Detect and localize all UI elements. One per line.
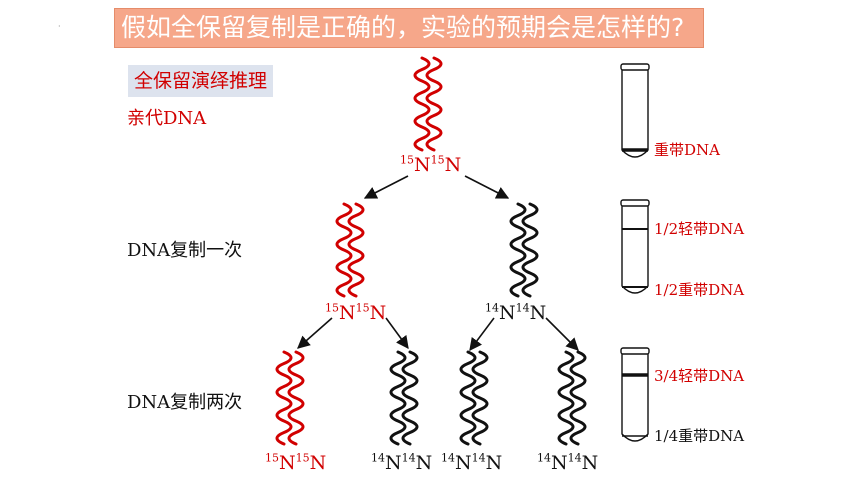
band-label-tube2-light: 1/2轻带DNA: [654, 220, 745, 238]
dna-strand: [335, 202, 353, 298]
dna-helix-gen1-heavy: [335, 202, 365, 298]
row-label-gen2: DNA复制两次: [127, 392, 243, 413]
dna-strand: [425, 56, 443, 152]
band-label-tube3-heavy: 1/4重带DNA: [654, 427, 745, 445]
dna-helix-gen2-1: [275, 350, 305, 446]
dna-helix-parent: [413, 56, 443, 152]
arrow-g1h-right: [385, 317, 409, 350]
centrifuge-tube-gen2: [620, 347, 650, 442]
label-gen2-4: 14N14N: [537, 451, 599, 474]
dna-strand: [389, 350, 407, 446]
band-label-tube3-light: 3/4轻带DNA: [654, 367, 745, 385]
label-parent: 15N15N: [400, 153, 462, 176]
dna-strand: [557, 350, 575, 446]
arrow-g1l-left: [469, 317, 495, 352]
label-gen2-2: 14N14N: [371, 451, 433, 474]
dna-helix-gen2-2: [389, 350, 419, 446]
dna-strand: [459, 350, 477, 446]
centrifuge-tube-gen1: [620, 199, 650, 294]
centrifuge-tube-parent: [620, 63, 650, 158]
dna-strand: [521, 202, 539, 298]
label-gen2-3: 14N14N: [441, 451, 503, 474]
dna-helix-gen2-3: [459, 350, 489, 446]
dna-strand: [347, 202, 365, 298]
arrow-g1h-left: [297, 317, 333, 349]
slide-dot: ·: [58, 22, 61, 31]
dna-strand: [569, 350, 587, 446]
dna-strand: [413, 56, 431, 152]
dna-helix-gen1-light: [509, 202, 539, 298]
label-gen2-1: 15N15N: [265, 451, 327, 474]
label-gen1-light: 14N14N: [485, 301, 547, 324]
arrow-g1l-right: [545, 317, 579, 351]
page-title: 假如全保留复制是正确的，实验的预期会是怎样的?: [114, 8, 704, 48]
dna-strand: [275, 350, 293, 446]
label-gen1-heavy: 15N15N: [325, 301, 387, 324]
row-label-parent: 亲代DNA: [127, 108, 207, 129]
dna-strand: [509, 202, 527, 298]
row-label-gen1: DNA复制一次: [127, 240, 243, 261]
section-subtitle: 全保留演绎推理: [128, 65, 274, 97]
band-label-tube1: 重带DNA: [654, 141, 720, 159]
band-label-tube2-heavy: 1/2重带DNA: [654, 281, 745, 299]
arrow-parent-right: [464, 175, 510, 199]
dna-strand: [287, 350, 305, 446]
dna-strand: [471, 350, 489, 446]
dna-strand: [401, 350, 419, 446]
dna-helix-gen2-4: [557, 350, 587, 446]
arrow-parent-left: [363, 175, 409, 199]
